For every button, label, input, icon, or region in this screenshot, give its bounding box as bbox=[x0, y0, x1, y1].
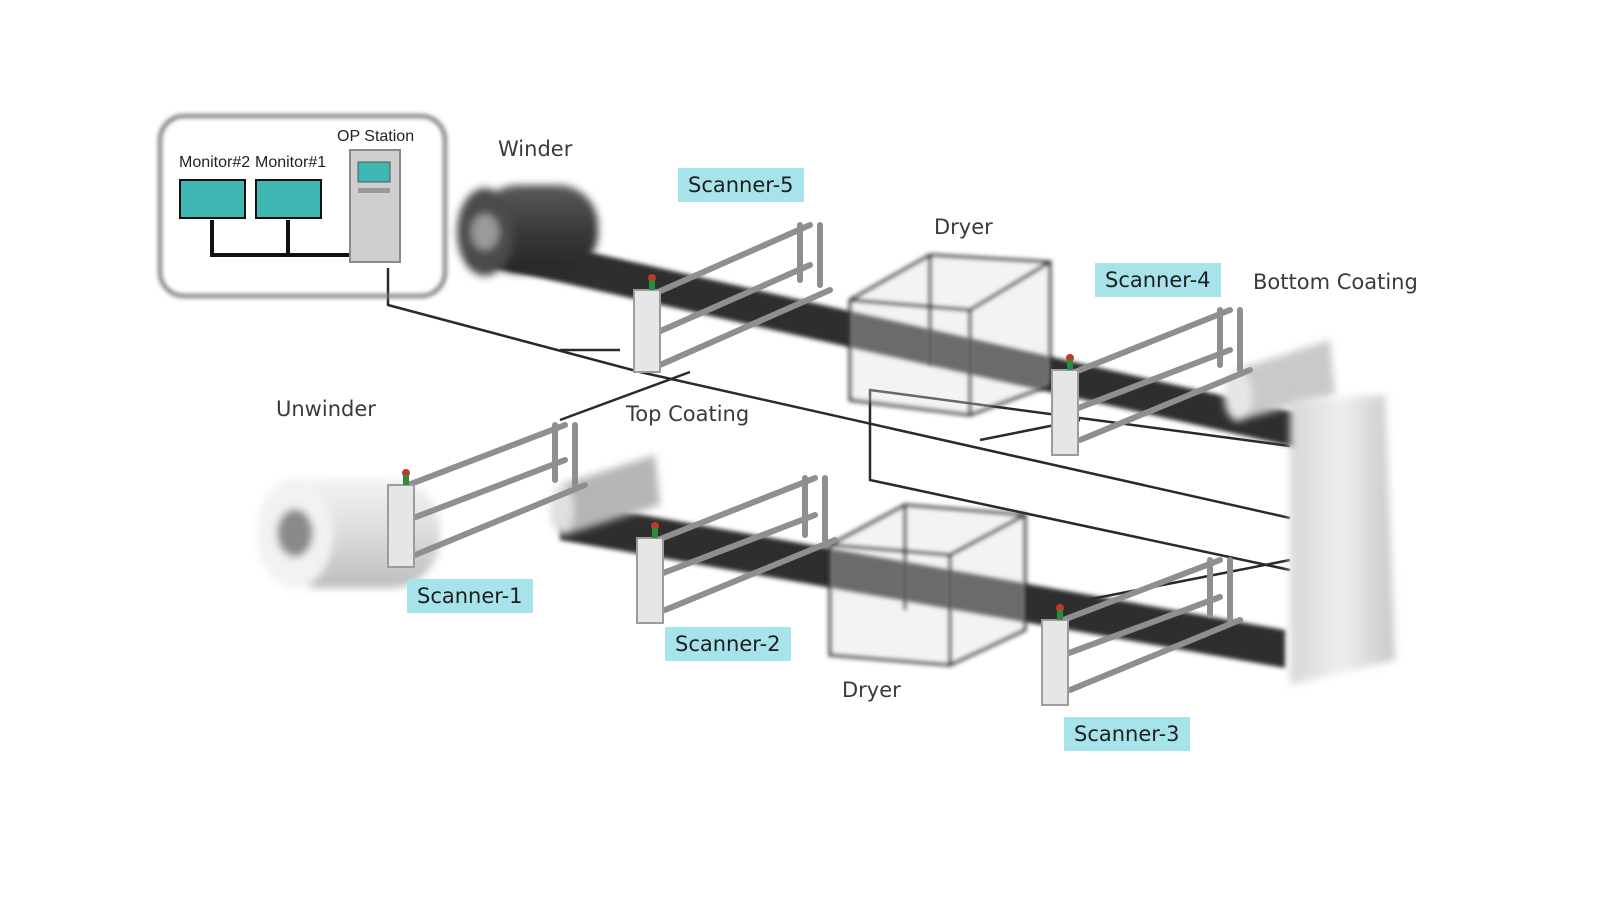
scanner-1-head bbox=[387, 469, 415, 568]
scanner-3-tag: Scanner-3 bbox=[1064, 717, 1190, 751]
winder-roll bbox=[457, 185, 598, 276]
monitor-2-screen bbox=[179, 179, 246, 219]
cable-op-to-scanner3 bbox=[386, 268, 1291, 520]
scanner-5-frame bbox=[637, 222, 833, 368]
scanner-1-frame bbox=[392, 422, 588, 558]
scanner-3-head bbox=[1041, 604, 1069, 706]
bottom-dryer bbox=[828, 503, 1027, 667]
monitor-2-label: Monitor#2 bbox=[179, 154, 251, 171]
winder-label: Winder bbox=[498, 137, 573, 161]
op-station-panel bbox=[158, 114, 447, 298]
side-frame bbox=[1290, 395, 1395, 685]
dryer-top-label: Dryer bbox=[934, 215, 993, 239]
scanner-2-head bbox=[636, 522, 664, 624]
scanner-4-frame bbox=[1057, 307, 1253, 443]
op-station-label: OP Station bbox=[337, 128, 415, 145]
scanner-5-tag: Scanner-5 bbox=[678, 168, 804, 202]
scanner-4-tag: Scanner-4 bbox=[1095, 263, 1221, 297]
scanner-4-head bbox=[1051, 354, 1079, 456]
top-coating-label: Top Coating bbox=[626, 402, 750, 426]
scanner-1-tag: Scanner-1 bbox=[407, 579, 533, 613]
top-dryer bbox=[848, 253, 1052, 417]
scanner-2-frame bbox=[642, 475, 838, 613]
scanner-2-tag: Scanner-2 bbox=[665, 627, 791, 661]
monitor-1-label: Monitor#1 bbox=[255, 154, 327, 171]
scanner-5-head bbox=[633, 274, 661, 373]
unwinder-label: Unwinder bbox=[276, 397, 376, 421]
dryer-bottom-label: Dryer bbox=[842, 678, 901, 702]
scanner-3-frame bbox=[1047, 557, 1243, 693]
bottom-coating-label: Bottom Coating bbox=[1253, 270, 1418, 294]
monitor-1-screen bbox=[255, 179, 322, 219]
